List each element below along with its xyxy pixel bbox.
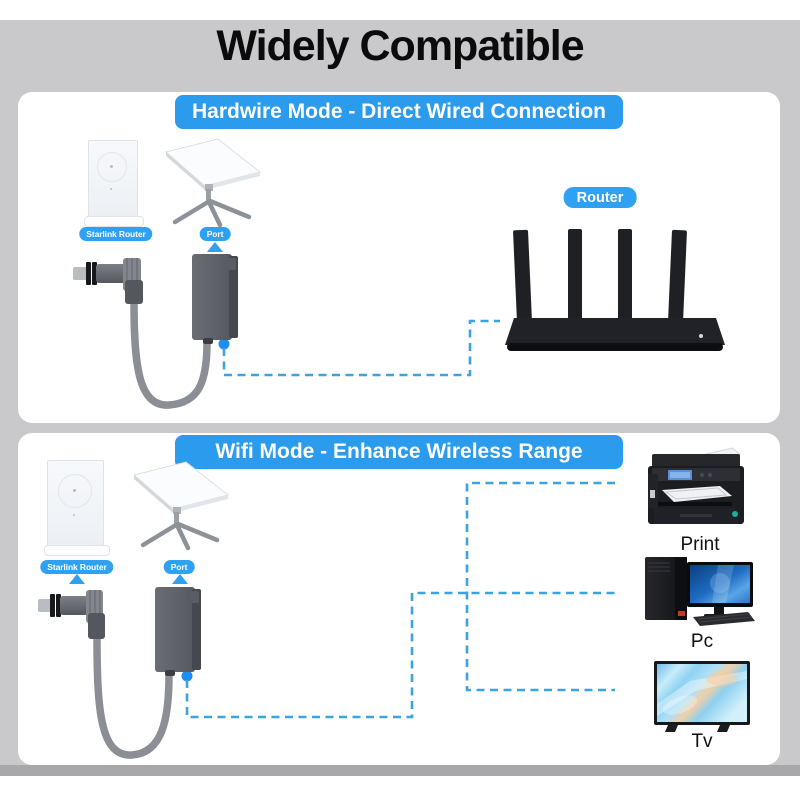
bottom-shadow-strip [0,765,800,776]
wifi-mode-header: Wifi Mode - Enhance Wireless Range [175,435,623,469]
page-title: Widely Compatible [216,22,584,70]
hardwire-mode-header: Hardwire Mode - Direct Wired Connection [175,95,623,129]
desktop-pc-image [645,557,755,626]
printer-label: Print [680,534,720,555]
panel-wifi-mode: Wifi Mode - Enhance Wireless Range [18,433,780,765]
printer-image [648,447,744,524]
starlink-router-base [84,216,144,227]
wifi-router-image [505,229,725,351]
ethernet-adapter-image [73,254,238,409]
starlink-router-ring [97,152,127,182]
arrow-up-icon [172,574,188,584]
dashed-connection-line [218,319,500,377]
arrow-up-icon [207,242,223,252]
starlink-router-ring [58,474,92,508]
starlink-router-base [44,545,110,556]
starlink-router-badge: Starlink Router [40,560,114,574]
starlink-router-image [84,138,144,227]
pc-label: Pc [690,631,714,652]
starlink-router-badge: Starlink Router [79,227,153,241]
starlink-dish-image [132,461,230,551]
panel-hardwire-mode: Hardwire Mode - Direct Wired Connection … [18,92,780,423]
port-badge: Port [199,227,231,241]
router-badge: Router [563,187,637,208]
ethernet-adapter-image [38,587,201,759]
starlink-router-image [44,457,110,556]
dashed-connection-lines [181,481,615,719]
tv-label: Tv [691,731,713,752]
television-image [654,661,750,732]
starlink-dish-image [164,138,262,228]
port-badge: Port [163,560,195,574]
arrow-up-icon [69,574,85,584]
